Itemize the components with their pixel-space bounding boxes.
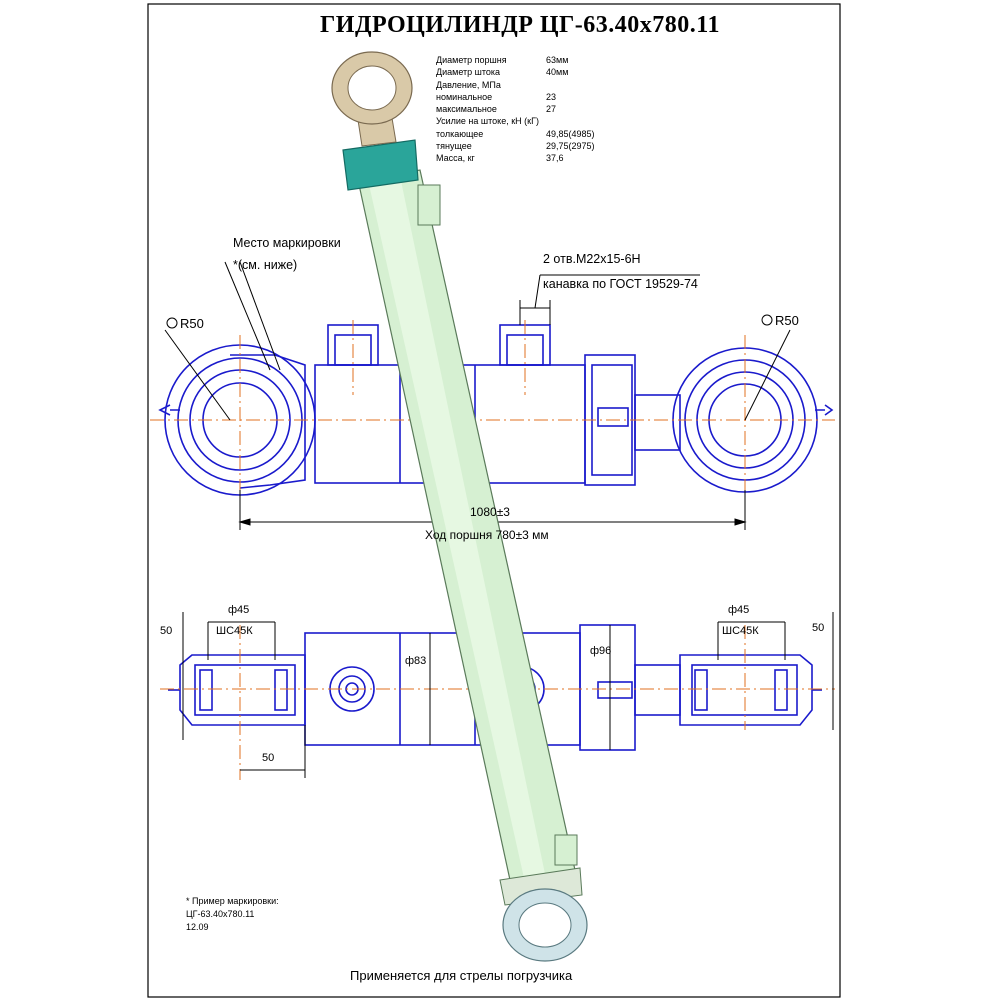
width-left-label: 50 (160, 625, 173, 637)
spec-row: Усилие на штоке, кН (кГ) (436, 116, 539, 127)
bearing-right-label: ШС45К (722, 625, 759, 637)
dia-96-label: ф96 (590, 645, 612, 657)
offset-label: 50 (262, 752, 275, 764)
radius-right-label: R50 (775, 313, 799, 328)
drawing-title: ГИДРОЦИЛИНДР ЦГ-63.40х780.11 (320, 12, 720, 38)
dia-right-label: ф45 (728, 604, 750, 616)
marking-example: * Пример маркировки: ЦГ-63.40х780.11 12.… (186, 896, 279, 932)
top-view (158, 324, 834, 496)
sheet-frame (147, 3, 841, 998)
bearing-left-label: ШС45К (216, 625, 253, 637)
dia-83-label: ф83 (405, 655, 427, 667)
marking-place-label: Место маркировки (233, 236, 341, 250)
groove-label: канавка по ГОСТ 19529-74 (543, 277, 698, 291)
usage-note: Применяется для стрелы погрузчика (350, 968, 573, 983)
radius-left-label: R50 (180, 316, 204, 331)
width-right-label: 50 (812, 622, 825, 634)
dia-left-label: ф45 (228, 604, 250, 616)
spec-row: Давление, МПа (436, 79, 501, 90)
bottom-view (168, 624, 822, 751)
marking-ref-label: *(см. ниже) (233, 258, 298, 272)
ports-label: 2 отв.М22х15-6Н (543, 252, 641, 266)
cylinder-3d (331, 51, 588, 962)
length-dimension: 1080±3 (470, 505, 510, 519)
stroke-dimension: Ход поршня 780±3 мм (425, 528, 549, 542)
